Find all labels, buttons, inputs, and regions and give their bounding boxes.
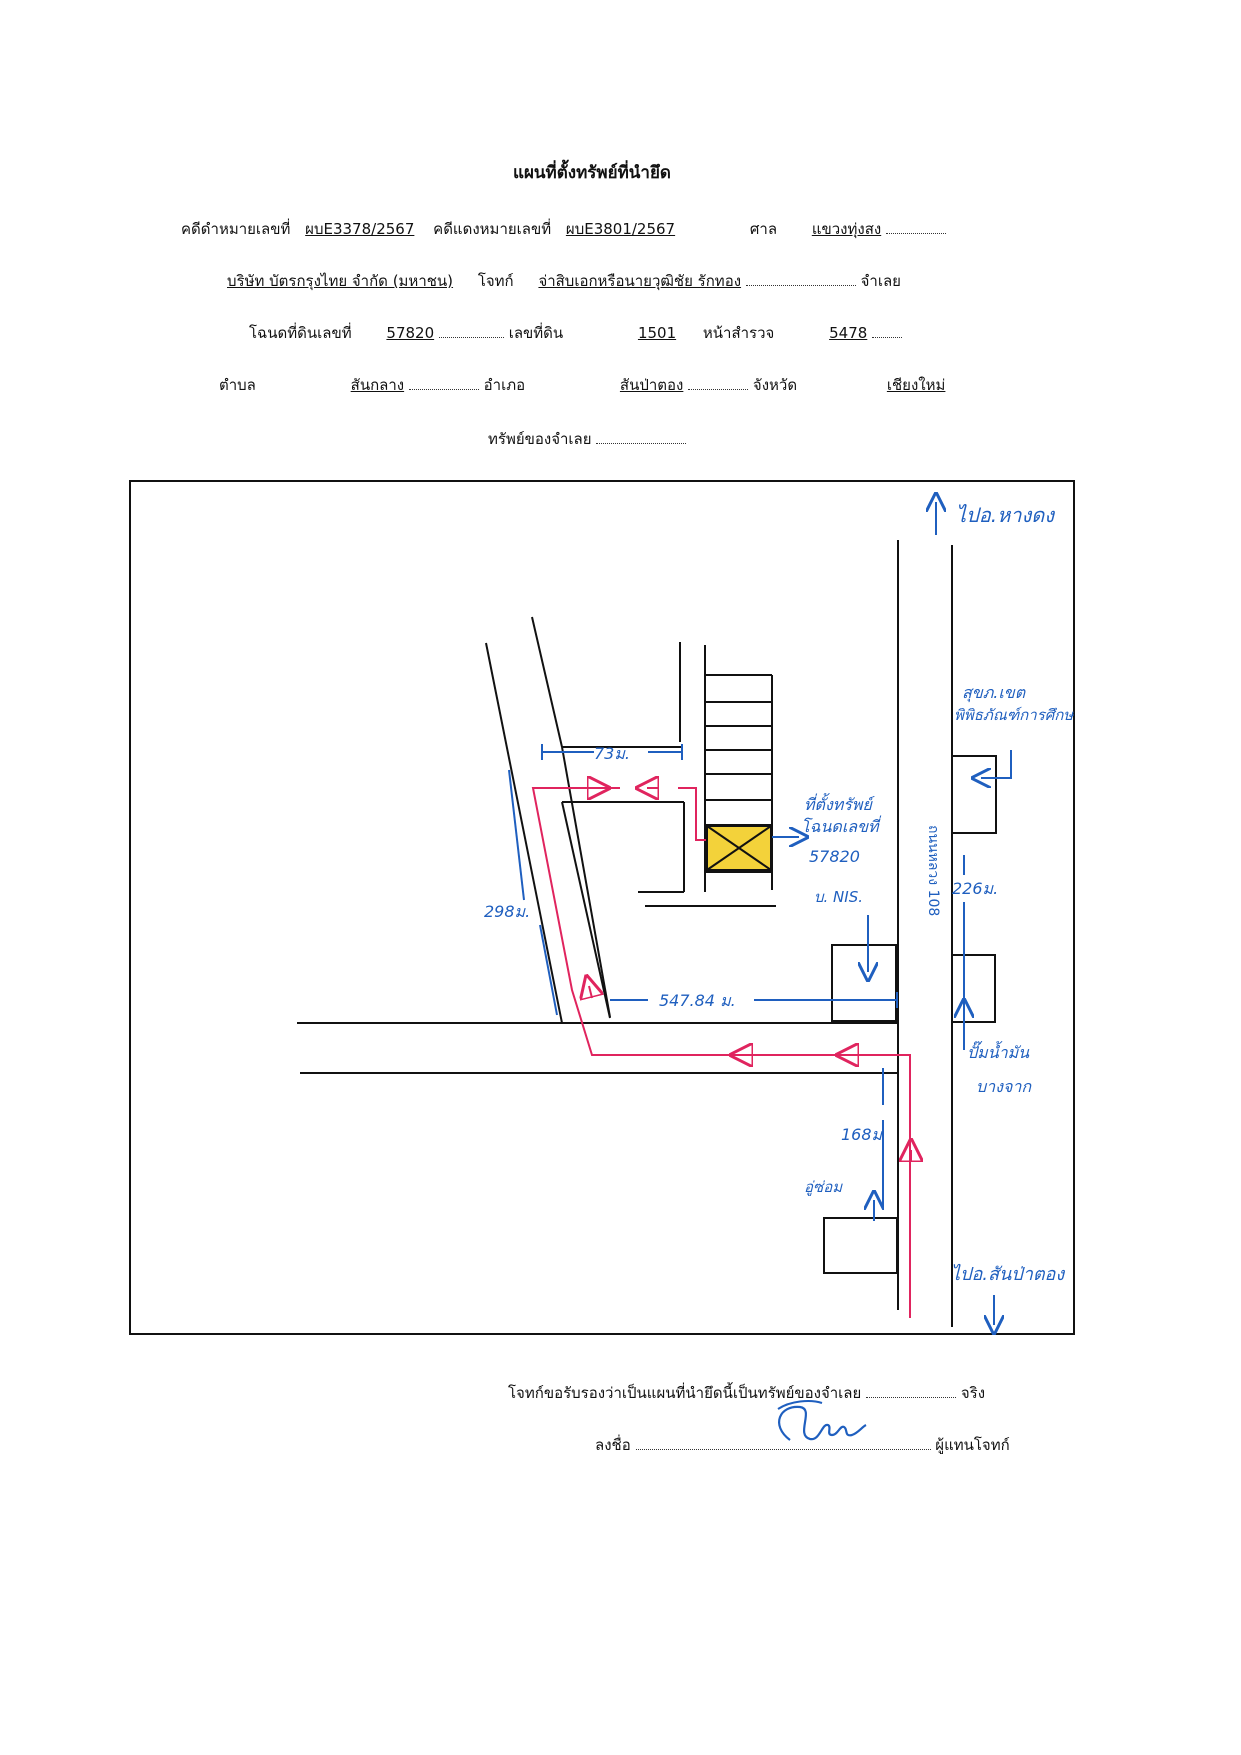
map-frame xyxy=(129,480,1075,1335)
district: สันป่าตอง xyxy=(619,376,684,394)
dist-547: 547.84 ม. xyxy=(659,991,736,1010)
road-name-label: ถนนหลวง 108 xyxy=(925,825,941,916)
gas-station-label: ปั๊มน้ำมัน xyxy=(967,1041,1030,1062)
health-center-label: สุขภ.เขต xyxy=(962,683,1027,703)
building-garage xyxy=(823,1217,898,1274)
signature-image xyxy=(777,1400,867,1441)
property-line: ทรัพย์ของจำเลย xyxy=(488,429,687,449)
certify-line: โจทก์ขอรับรองว่าเป็นแผนที่นำยึดนี้เป็นทร… xyxy=(508,1383,985,1403)
survey-label: หน้าสำรวจ xyxy=(702,324,775,342)
deed-no: 57820 xyxy=(386,324,435,342)
bangchak-label: บางจาก xyxy=(976,1077,1032,1096)
map-deed-no: 57820 xyxy=(809,847,860,866)
party-line: บริษัท บัตรกรุงไทย จำกัด (มหาชน) โจทก์ จ… xyxy=(227,271,901,291)
case-line: คดีดำหมายเลขที่ ผบE3378/2567 คดีแดงหมายเ… xyxy=(181,219,946,239)
house-nis-label: บ. NIS. xyxy=(814,888,863,906)
sign-suffix: ผู้แทนโจทก์ xyxy=(935,1436,1010,1454)
property-location-label: ที่ตั้งทรัพย์ xyxy=(804,793,875,814)
sign-label: ลงชื่อ xyxy=(595,1436,631,1454)
subdistrict-label: ตำบล xyxy=(219,376,256,394)
to-north-label: ไปอ.หางดง xyxy=(956,503,1055,527)
plaintiff-label: โจทก์ xyxy=(477,272,514,290)
court-label: ศาล xyxy=(749,220,778,238)
location-line: ตำบล สันกลาง อำเภอ สันป่าตอง จังหวัด เชี… xyxy=(219,375,945,395)
defendant-name: จ่าสิบเอกหรือนายวุฒิชัย รักทอง xyxy=(538,272,742,290)
defendant-label: จำเลย xyxy=(860,272,901,290)
province-label: จังหวัด xyxy=(752,376,798,394)
red-case-no: ผบE3801/2567 xyxy=(565,220,676,238)
dist-226: 226ม. xyxy=(952,879,998,898)
page-title: แผนที่ตั้งทรัพย์ที่นำยึด xyxy=(513,163,671,183)
deed-text-label: โฉนดเลขที่ xyxy=(801,815,882,836)
court-name: แขวงทุ่งสง xyxy=(811,220,882,238)
building-nis xyxy=(831,944,897,1022)
district-label: อำเภอ xyxy=(483,376,526,394)
certify-end: จริง xyxy=(960,1384,986,1402)
dist-168: 168ม xyxy=(841,1125,884,1144)
building-gas-station xyxy=(951,954,996,1023)
land-no: 1501 xyxy=(637,324,677,342)
museum-label: พิพิธภัณฑ์การศึกษาฯ xyxy=(954,706,1075,724)
deed-line: โฉนดที่ดินเลขที่ 57820 เลขที่ดิน 1501 หน… xyxy=(249,323,903,343)
dist-73: 73ม. xyxy=(594,744,630,763)
plaintiff-name: บริษัท บัตรกรุงไทย จำกัด (มหาชน) xyxy=(227,272,454,290)
location-map: ไปอ.หางดง สุขภ.เขต พิพิธภัณฑ์การศึกษาฯ 7… xyxy=(297,480,1075,1335)
land-no-label: เลขที่ดิน xyxy=(508,324,564,342)
deed-label: โฉนดที่ดินเลขที่ xyxy=(249,324,352,342)
subdistrict: สันกลาง xyxy=(350,376,405,394)
sign-line: ลงชื่อ ผู้แทนโจทก์ xyxy=(595,1435,1010,1455)
black-case-label: คดีดำหมายเลขที่ xyxy=(181,220,291,238)
route-line xyxy=(531,787,911,1318)
red-case-label: คดีแดงหมายเลขที่ xyxy=(433,220,552,238)
black-case-no: ผบE3378/2567 xyxy=(305,220,415,238)
property-label: ทรัพย์ของจำเลย xyxy=(488,430,592,448)
province: เชียงใหม่ xyxy=(886,376,946,394)
certify-text: โจทก์ขอรับรองว่าเป็นแผนที่นำยึดนี้เป็นทร… xyxy=(508,1384,862,1402)
building-health-center xyxy=(951,755,997,834)
survey-no: 5478 xyxy=(829,324,868,342)
diag-road-west xyxy=(485,642,563,1024)
dist-298: 298ม. xyxy=(484,902,530,921)
to-south-label: ไปอ.สันป่าตอง xyxy=(951,1263,1065,1285)
garage-label: อู่ซ่อม xyxy=(804,1178,843,1196)
